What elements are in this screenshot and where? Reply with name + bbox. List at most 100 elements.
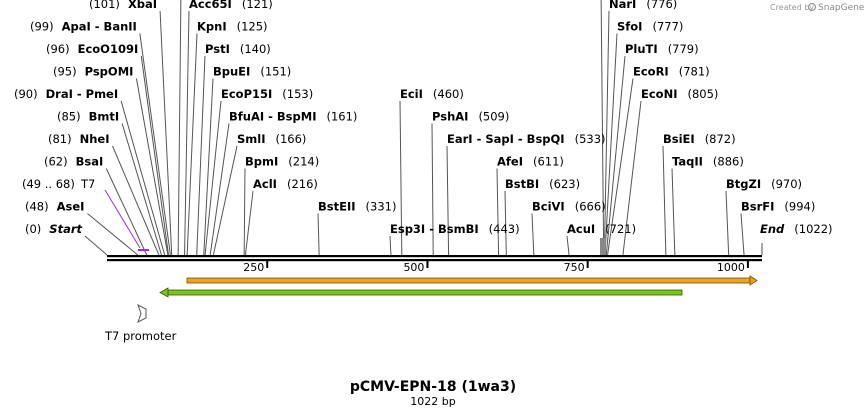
site-position: (666) [575,200,606,214]
site-name: EcoO109I [78,42,139,56]
site-label-6[interactable]: (95) PspOMI [53,65,133,79]
site-line [399,100,403,256]
site-name: BstEII [318,200,356,214]
site-position: (509) [478,110,509,124]
site-line [605,55,626,256]
site-labels: (0)Start (48)AseI (62)BsaI (81)NheI (85)BmtI… [14,0,833,236]
brand-text: SnapGene [818,3,865,13]
site-position: (805) [687,87,718,101]
site-line [177,0,182,256]
site-position: (460) [433,87,464,101]
site-label-30[interactable]: NarI(776) [609,0,677,11]
site-line [446,145,450,256]
site-label-37[interactable]: BtgZI(970) [726,177,802,191]
site-label-19[interactable]: AclI(216) [253,177,318,191]
plasmid-title: pCMV-EPN-18 (1wa3) [350,379,516,395]
site-name: DraI - PmeI [46,87,119,101]
site-name: EarI - SapI - BspQI [447,132,565,146]
site-label-24[interactable]: EarI - SapI - BspQI(533) [447,132,606,146]
site-label-2[interactable]: (62)BsaI [44,155,103,169]
site-label-21[interactable]: Esp3I - BsmBI(443) [390,222,520,236]
site-line [140,55,170,256]
site-name: EcoRI [633,65,669,79]
site-label-16[interactable]: BfuAI - BspMI(161) [229,110,357,124]
site-label-3[interactable]: (81)NheI [48,132,110,146]
site-line [204,100,222,256]
site-label-27[interactable]: BciVI (666) [532,200,606,214]
site-label-15[interactable]: EcoP15I(153) [221,87,313,101]
site-position: (777) [652,20,683,34]
backbone-bottom [107,259,762,262]
t7-promoter-label: T7 promoter [104,329,177,343]
site-label-32[interactable]: PluTI(779) [625,42,699,56]
site-label-25[interactable]: AfeI(611) [497,155,564,169]
site-position: (95) [53,65,77,79]
site-label-1[interactable]: (48)AseI [25,200,84,214]
site-label-13[interactable]: PstI(140) [205,42,271,56]
site-label-9[interactable]: (101)XbaI [89,0,157,11]
site-label-35[interactable]: BsiEI(872) [663,132,736,146]
site-position: (779) [668,42,699,56]
site-name: BciVI [532,200,565,214]
site-line [135,78,169,256]
site-line [121,123,162,256]
site-label-28[interactable]: AcuI(721) [567,222,636,236]
site-name: SfoI [617,20,642,34]
site-label-20[interactable]: BstEII(331) [318,200,396,214]
site-position: (994) [784,200,815,214]
site-cluster-mark [600,238,606,255]
site-position: (62) [44,155,68,169]
site-label-38[interactable]: BsrFI(994) [741,200,815,214]
site-line [203,78,214,256]
site-position: (81) [48,132,72,146]
site-label-12[interactable]: KpnI(125) [197,20,268,34]
site-line [159,10,173,256]
site-line [531,213,535,256]
site-name: XbaI [128,0,157,11]
site-position: (872) [705,132,736,146]
site-label-36[interactable]: TaqII(886) [672,155,744,169]
site-position: (216) [287,177,318,191]
site-label-23[interactable]: PshAI(509) [432,110,509,124]
site-label-39[interactable]: End(1022) [760,222,833,236]
site-name: NarI [609,0,636,11]
site-line [389,235,392,256]
site-name: PspOMI [85,65,134,79]
site-position: (970) [771,177,802,191]
site-line [317,213,320,256]
site-label-7[interactable]: (96)EcoO109I [46,42,138,56]
site-label-18[interactable]: BpmI(214) [245,155,319,169]
site-label-34[interactable]: EcoNI(805) [641,87,718,101]
promoter-arrow-icon [137,303,147,324]
site-label-14[interactable]: BpuEI(151) [213,65,291,79]
site-label-26[interactable]: BstBI(623) [505,177,580,191]
site-name: BfuAI - BspMI [229,110,316,124]
t7-promoter-symbol[interactable] [137,303,147,324]
site-line [84,235,108,256]
site-label-17[interactable]: SmlI(166) [237,132,306,146]
site-label-5[interactable]: (90)DraI - PmeI [14,87,118,101]
site-label-4[interactable]: (85)BmtI [57,110,119,124]
site-line [603,10,610,256]
site-line [622,100,642,256]
site-label-31[interactable]: SfoI (777) [617,20,683,34]
site-name: BpmI [245,155,278,169]
site-line [184,10,190,256]
site-line [212,145,238,256]
site-name: TaqII [672,155,703,169]
site-label-0[interactable]: (0)Start [25,222,83,236]
site-line [566,235,570,256]
site-line [196,55,206,256]
site-label-11[interactable]: Acc65I(121) [189,0,273,11]
site-label-33[interactable]: EcoRI(781) [633,65,710,79]
orange-feature-arrow[interactable] [186,275,758,286]
site-name: BmtI [89,110,120,124]
site-name: Acc65I [189,0,232,11]
site-label-8[interactable]: (99)ApaI - BanII [30,20,137,34]
site-position: (151) [260,65,291,79]
site-label-22[interactable]: EciI(460) [400,87,464,101]
site-name: Start [49,222,82,236]
site-line [105,168,148,256]
green-feature-arrow[interactable] [159,287,683,298]
